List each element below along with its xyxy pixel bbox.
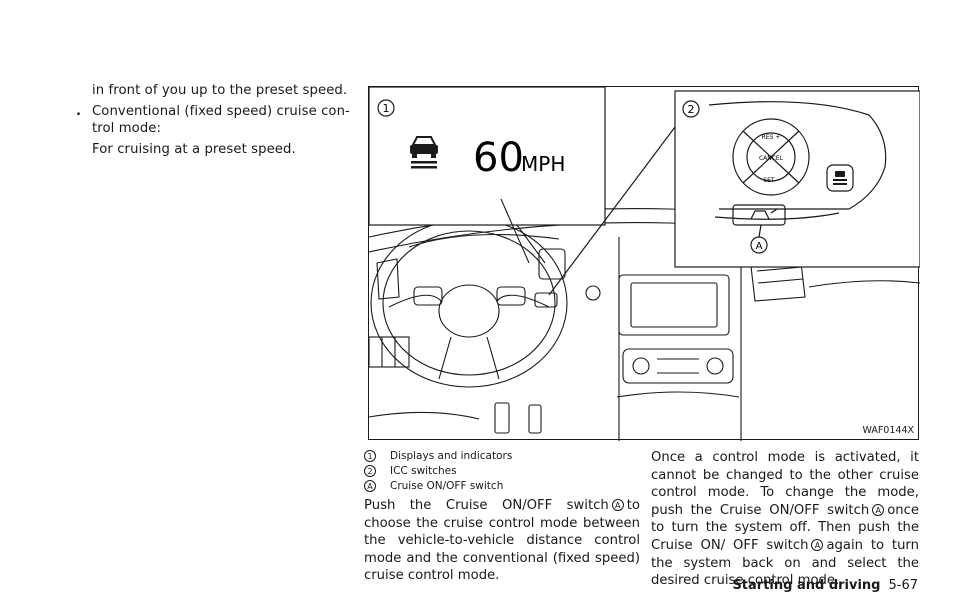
legend-item: 2 ICC switches [364,464,640,479]
inline-marker: A [611,499,624,511]
display-unit: MPH [521,152,565,176]
inline-marker: A [811,538,824,551]
legend-item: 1 Displays and indicators [364,449,640,464]
para-right-part1: Once a control mode is activated, it can… [651,450,919,518]
distance-icon [833,171,847,185]
cockpit-illustration: 1 60 MPH [369,87,920,441]
instruction-paragraph-right: Once a control mode is activated, it can… [651,449,919,590]
legend-marker: 1 [364,450,376,462]
para-left-before: Push the Cruise ON/OFF switch [364,498,609,513]
set-button-label: SET - [763,177,778,184]
callout-1-label: 1 [383,102,390,115]
legend-marker: 2 [364,465,376,477]
figure-code: WAF0144X [862,425,914,436]
legend-text: ICC switches [390,465,457,477]
continued-line: in front of you up to the preset speed. [92,83,348,98]
section-title: Starting and driving [732,578,881,593]
display-speed: 60 [473,135,524,181]
legend-marker: A [364,480,376,492]
bullet-dot: . [76,104,82,119]
callout-1-circle [377,99,395,117]
bullet-item: . Conventional (fixed speed) cruise con-… [76,103,350,137]
para-right-part2: once to turn the system off. Then push t… [651,502,919,553]
callout-a-label: A [756,241,763,252]
legend-text: Cruise ON/OFF switch [390,480,504,492]
callout-2-label: 2 [688,103,695,116]
page-number: 5-67 [888,578,918,593]
cancel-button-label: CANCEL [759,155,784,162]
legend-text: Displays and indicators [390,450,513,462]
page-footer: Starting and driving 5-67 [732,578,918,593]
res-button-label: RES + [762,134,781,141]
para-right-part3: again to turn the system back on and sel… [651,537,919,589]
bullet-text-b: trol mode: [92,121,162,136]
cruise-on-off-icon [750,208,778,220]
figure-legend: 1 Displays and indicators 2 ICC switches… [364,449,640,494]
bullet-subtext: For cruising at a preset speed. [92,142,296,157]
legend-item: A Cruise ON/OFF switch [364,479,640,494]
vehicle-ahead-icon [410,136,438,169]
bullet-text-a: Conventional (fixed speed) cruise con- [92,104,350,119]
left-column: in front of you up to the preset speed. … [76,82,350,162]
inline-marker: A [872,503,885,516]
para-left-after: to choose the cruise control mode betwee… [364,498,640,584]
cockpit-figure: 1 60 MPH [368,86,920,441]
